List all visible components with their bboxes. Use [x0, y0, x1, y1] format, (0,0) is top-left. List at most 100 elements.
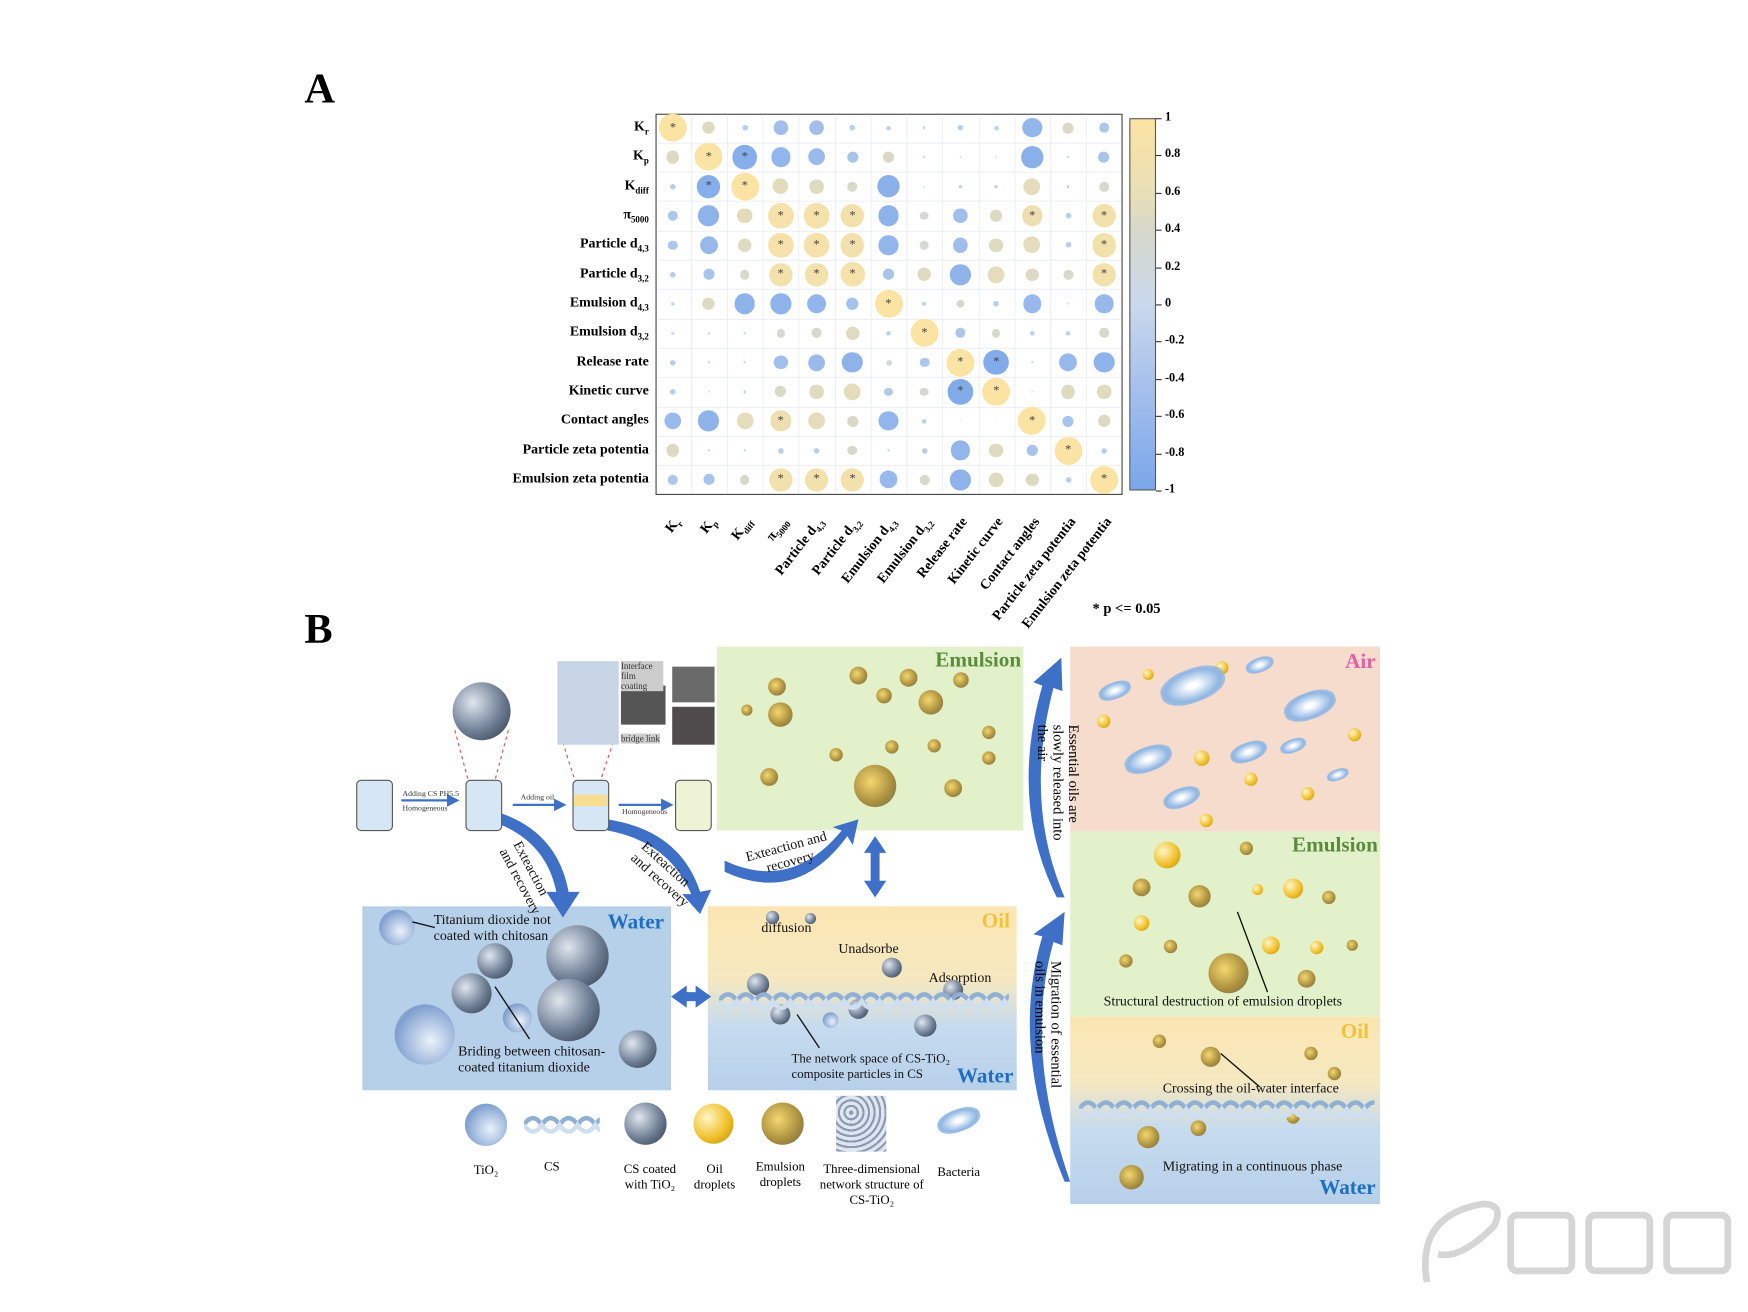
note-uncoated: Titanium dioxide not coated with chitosa… [433, 911, 551, 944]
gridline [978, 114, 980, 494]
correlation-circle [953, 208, 968, 223]
significance-mark: * [1101, 473, 1108, 487]
colorbar-tick-label: 0.4 [1164, 222, 1181, 236]
colorbar-tick-label: -0.8 [1164, 445, 1185, 459]
label-base: K [624, 176, 636, 193]
emu-particle-icon [982, 725, 996, 740]
gridline [798, 114, 800, 494]
colorbar-tick-label: -0.4 [1164, 371, 1185, 385]
correlation-circle [920, 211, 929, 220]
bridge-label: bridge link [620, 733, 660, 744]
significance-mark: * [1101, 209, 1108, 223]
correlation-circle [808, 412, 825, 430]
air-release-label: Essential oils are slowly released into … [1034, 724, 1083, 841]
correlation-circle [671, 331, 675, 335]
significance-mark: * [777, 238, 784, 252]
water-title: Water [607, 910, 665, 935]
correlation-circle: * [768, 262, 793, 287]
correlation-circle [989, 238, 1004, 253]
correlation-circle [847, 445, 858, 456]
correlation-circle [708, 390, 710, 393]
emu-particle-icon [899, 668, 918, 687]
chitosan-chain-icon [523, 1115, 600, 1134]
colorbar-tick-label: 0.6 [1164, 184, 1181, 199]
gridline [656, 142, 1122, 144]
oil-particle-icon [1347, 727, 1362, 742]
emu-particle-icon [1132, 878, 1151, 897]
correlation-circle [1062, 122, 1074, 134]
emu-particle-icon [829, 748, 843, 762]
significance-mark: * [705, 150, 712, 164]
correlation-circle [995, 156, 998, 158]
cs-particle-icon [546, 925, 609, 988]
correlation-circle [1063, 269, 1074, 280]
correlation-circle [1066, 185, 1070, 188]
correlation-circle [670, 271, 676, 278]
cs-particle-icon [618, 1030, 657, 1068]
emu-particle-icon [1346, 939, 1358, 951]
tio-particle-icon [394, 1004, 455, 1065]
correlation-circle [708, 361, 710, 364]
emu-particle-icon [1152, 1034, 1167, 1048]
row-label: Release rate [576, 353, 648, 371]
emu-particle-icon [1239, 841, 1254, 856]
significance-mark: * [993, 355, 1000, 370]
significance-mark: * [669, 121, 676, 135]
gridline [690, 114, 692, 494]
correlation-circle [959, 420, 962, 422]
gridline [1086, 114, 1088, 494]
correlation-circle [882, 268, 895, 281]
correlation-circle [923, 185, 926, 188]
oil-particle-icon [1153, 841, 1181, 869]
cs-particle-icon [537, 978, 600, 1042]
correlation-circle [698, 205, 720, 227]
emu-particle-icon [1208, 953, 1249, 994]
correlation-circle: * [982, 377, 1011, 406]
correlation-circle [847, 181, 858, 192]
emu-particle-icon [1119, 954, 1133, 968]
correlation-circle [846, 415, 859, 427]
correlation-circle [671, 302, 675, 306]
chitosan-chain-icon [1079, 1100, 1375, 1119]
label-subscript: p [643, 156, 649, 167]
correlation-circle [952, 237, 969, 253]
correlation-circle: * [694, 143, 723, 172]
correlation-circle [923, 155, 926, 159]
correlation-circle [806, 294, 827, 314]
significance-mark: * [741, 179, 748, 194]
colorbar-tick-label: -0.6 [1164, 408, 1185, 422]
label-base: K [632, 147, 644, 164]
correlation-circle [1099, 328, 1109, 338]
correlation-circle [886, 125, 891, 130]
correlation-circle [955, 328, 966, 338]
label-subscript: r [644, 126, 649, 137]
step3-label: Homogeneous [622, 807, 668, 817]
gridline [834, 114, 836, 494]
sem-image-3 [672, 706, 715, 745]
emu-particle-icon [1322, 890, 1336, 905]
air-title: Air [1345, 649, 1376, 674]
emu-particle-icon [1297, 969, 1316, 988]
step2-label: Adding oil [520, 792, 555, 802]
correlation-circle [666, 444, 680, 457]
correlation-circle [698, 410, 720, 432]
label-subscript: 4,3 [637, 244, 649, 255]
emu-particle-icon [768, 702, 793, 727]
correlation-circle [770, 293, 792, 315]
correlation-circle [1065, 476, 1071, 483]
correlation-circle [777, 447, 784, 454]
sem-image-1 [620, 685, 666, 725]
correlation-circle [1030, 331, 1035, 336]
gridline [1014, 114, 1016, 494]
emu-particle-icon [918, 690, 944, 715]
correlation-circle [808, 148, 825, 166]
tio-particle-icon [822, 1012, 839, 1028]
significance-mark: * [849, 267, 856, 282]
correlation-circle [994, 185, 998, 188]
correlation-circle [846, 151, 859, 163]
correlation-circle [743, 449, 747, 452]
correlation-circle [959, 156, 962, 158]
emu-particle-icon [1304, 1046, 1318, 1061]
correlation-circle [737, 238, 752, 253]
